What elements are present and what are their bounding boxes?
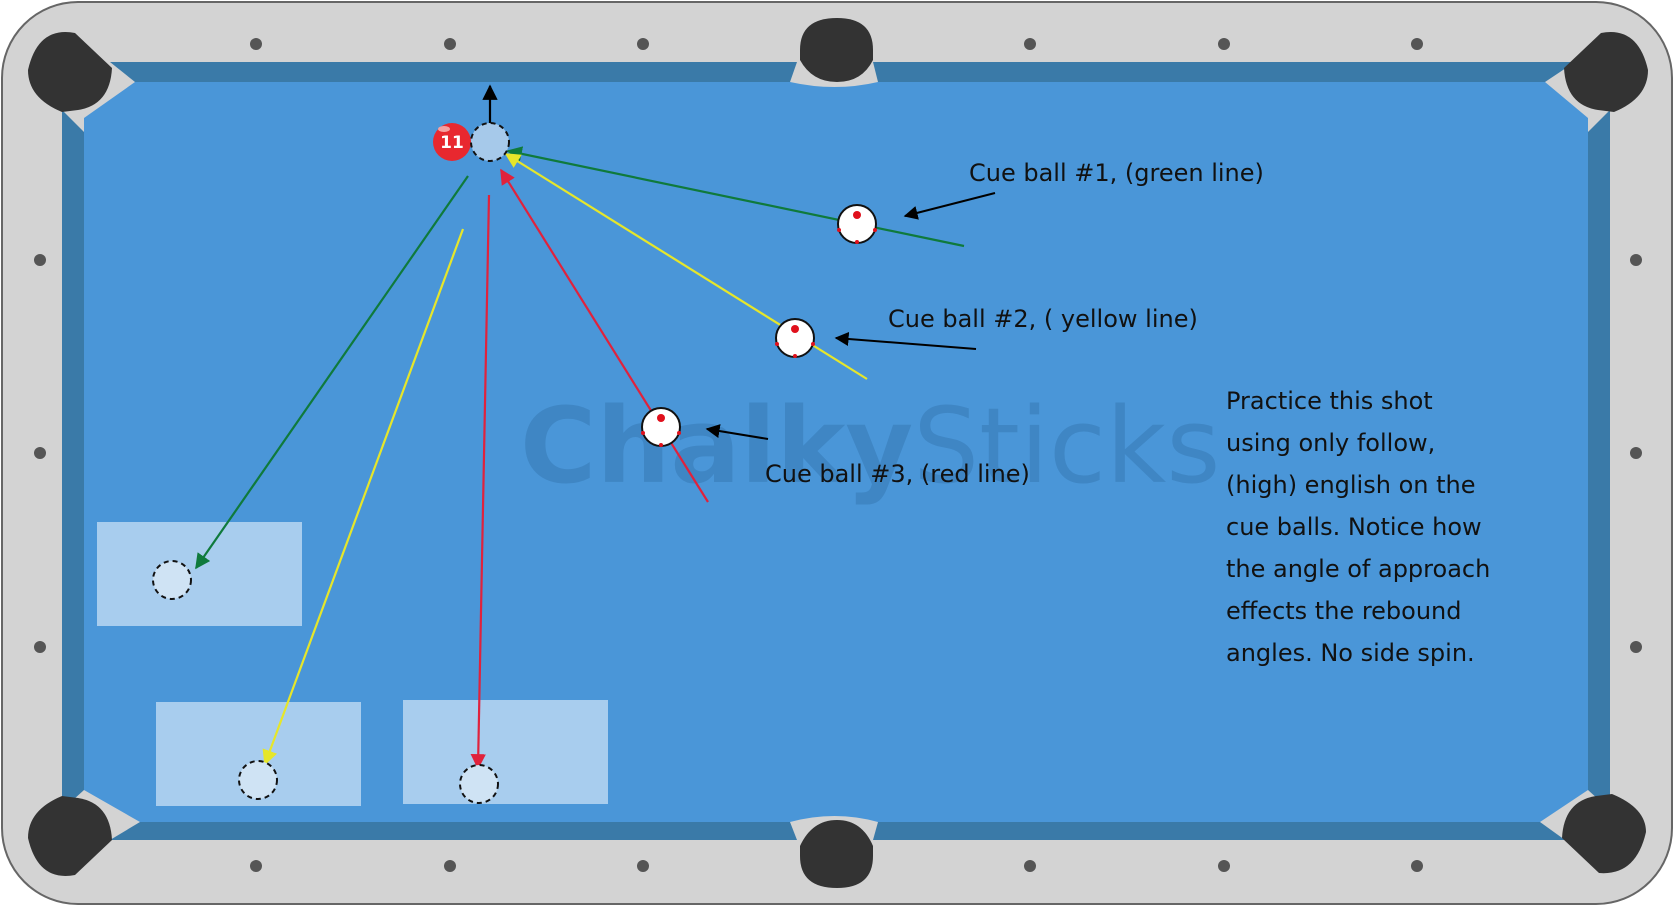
label-arrow-cue3 [705,424,769,440]
cushion-bottom-right [873,822,1565,840]
label-arrow-cue2 [834,332,977,350]
cushion-left [62,110,84,810]
practice-note-line: Practice this shot [1226,387,1433,415]
cushion-top-right [873,62,1575,82]
diamond-icon [637,38,649,50]
diamond-icon [1411,38,1423,50]
practice-note-line: effects the rebound [1226,597,1462,625]
cushion-top-left [110,62,797,82]
cue-ball-icon [837,204,877,244]
label-cue-ball-1: Cue ball #1, (green line) [969,159,1264,187]
object-ball-number: 11 [440,133,464,153]
diamond-icon [1024,38,1036,50]
diamond-icon [34,254,46,266]
watermark-part2: Sticks [913,385,1220,507]
green-approach-line [506,146,965,248]
red-approach-line [500,168,709,503]
object-ball-icon: 11 [433,123,471,161]
diamond-icon [1630,641,1642,653]
pocket-icon [1562,794,1646,874]
diamonds [34,38,1642,872]
diamond-icon [1630,447,1642,459]
diamond-icon [1411,860,1423,872]
pocket-icon [800,820,873,888]
diamond-icon [34,641,46,653]
cue-ball-icon [641,407,681,447]
target-zone-green [97,522,302,626]
diamond-icon [1024,860,1036,872]
cushion-right [1588,110,1610,810]
practice-note-line: using only follow, [1226,429,1436,457]
red-rebound-line [470,194,491,770]
pocket-icon [28,32,112,112]
cushion-bottom-left [110,822,797,840]
pocket-icon [800,18,873,82]
pocket-icon [28,796,112,876]
ghost-ball-icon [238,760,278,800]
diamond-icon [250,860,262,872]
target-zone-red [403,700,608,804]
practice-note-line: cue balls. Notice how [1226,513,1482,541]
diamond-icon [444,38,456,50]
diamond-icon [444,860,456,872]
diamond-icon [1630,254,1642,266]
diamond-icon [250,38,262,50]
diamond-icon [637,860,649,872]
diamond-icon [34,447,46,459]
diamond-icon [1218,860,1230,872]
diamond-icon [1218,38,1230,50]
watermark-part1: Chalky [520,385,913,507]
ghost-ball-icon [470,122,510,162]
table-felt [84,82,1588,822]
green-rebound-line [195,175,469,570]
label-arrow-cue1 [903,192,996,220]
practice-note: Practice this shot using only follow, (h… [1226,380,1556,674]
practice-note-line: angles. No side spin. [1226,639,1475,667]
practice-note-line: (high) english on the [1226,471,1476,499]
cue-ball-icon [775,318,815,358]
cushions [62,62,1610,840]
pockets [28,18,1648,888]
label-cue-ball-3: Cue ball #3, (red line) [765,460,1030,488]
ghost-ball-icon [152,560,192,600]
practice-note-line: the angle of approach [1226,555,1491,583]
label-cue-ball-2: Cue ball #2, ( yellow line) [888,305,1198,333]
watermark: ChalkySticks [520,385,1220,507]
ghost-ball-icon [459,764,499,804]
pocket-icon [1564,32,1648,112]
yellow-rebound-line [262,228,465,766]
